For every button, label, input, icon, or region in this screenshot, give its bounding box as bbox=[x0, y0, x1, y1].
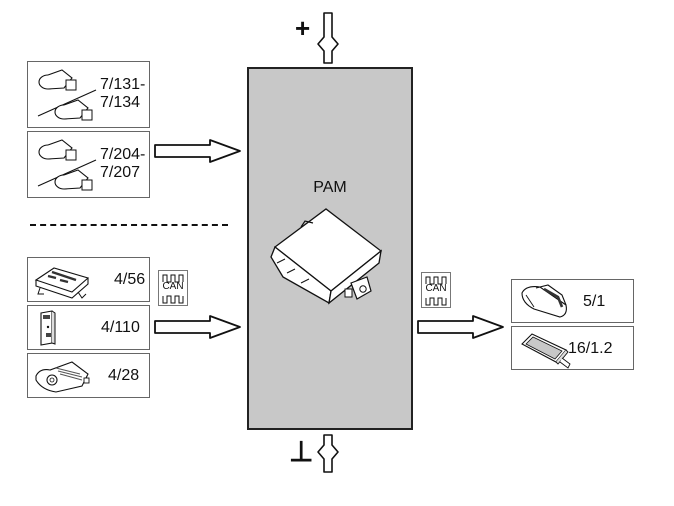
switch-module-icon bbox=[40, 310, 56, 346]
ground-symbol: ⊥ bbox=[289, 436, 314, 467]
pam-module-box: PAM bbox=[247, 67, 413, 430]
control-module-icon bbox=[34, 267, 90, 299]
can-input-label-2: 4/110 bbox=[101, 319, 140, 336]
can-bus-badge-output: CAN bbox=[421, 272, 451, 308]
can-bus-badge-input: CAN bbox=[158, 270, 188, 306]
power-plus-symbol: + bbox=[295, 13, 311, 43]
can-input-label-1: 4/56 bbox=[114, 271, 146, 288]
can-input-box-1: 4/56 bbox=[27, 257, 150, 302]
can-output-box-2: 16/1.2 bbox=[511, 326, 634, 370]
can-input-arrow-icon bbox=[154, 315, 241, 339]
can-output-box-1: 5/1 bbox=[511, 279, 634, 323]
sensor-group-label-1: 7/131- 7/134 bbox=[100, 76, 146, 111]
can-bus-label: CAN bbox=[425, 283, 447, 294]
can-output-label-2: 16/1.2 bbox=[568, 340, 613, 357]
pam-label: PAM bbox=[313, 179, 347, 196]
can-output-label-1: 5/1 bbox=[583, 293, 606, 310]
can-bus-signal-icon bbox=[425, 276, 447, 306]
pam-module-icon bbox=[270, 208, 383, 305]
parking-sensor-icon bbox=[37, 69, 97, 121]
can-bus-signal-icon bbox=[162, 274, 184, 304]
can-input-box-3: 4/28 bbox=[27, 353, 150, 398]
can-input-label-3: 4/28 bbox=[108, 367, 140, 384]
sensor-input-arrow-icon bbox=[154, 139, 241, 163]
can-input-box-2: 4/110 bbox=[27, 305, 150, 350]
section-divider bbox=[30, 224, 228, 226]
sensor-group-label-2: 7/204- 7/207 bbox=[100, 146, 146, 181]
can-output-arrow-icon bbox=[417, 315, 504, 339]
display-icon bbox=[521, 333, 571, 369]
power-input-arrow-icon bbox=[317, 12, 339, 64]
parking-sensor-icon bbox=[37, 139, 97, 191]
ground-output-arrow-icon bbox=[317, 434, 339, 473]
sensor-group-box-1: 7/131- 7/134 bbox=[27, 61, 150, 128]
instrument-cluster-icon bbox=[521, 284, 567, 318]
control-unit-icon bbox=[35, 361, 90, 393]
can-bus-label: CAN bbox=[162, 281, 184, 292]
sensor-group-box-2: 7/204- 7/207 bbox=[27, 131, 150, 198]
